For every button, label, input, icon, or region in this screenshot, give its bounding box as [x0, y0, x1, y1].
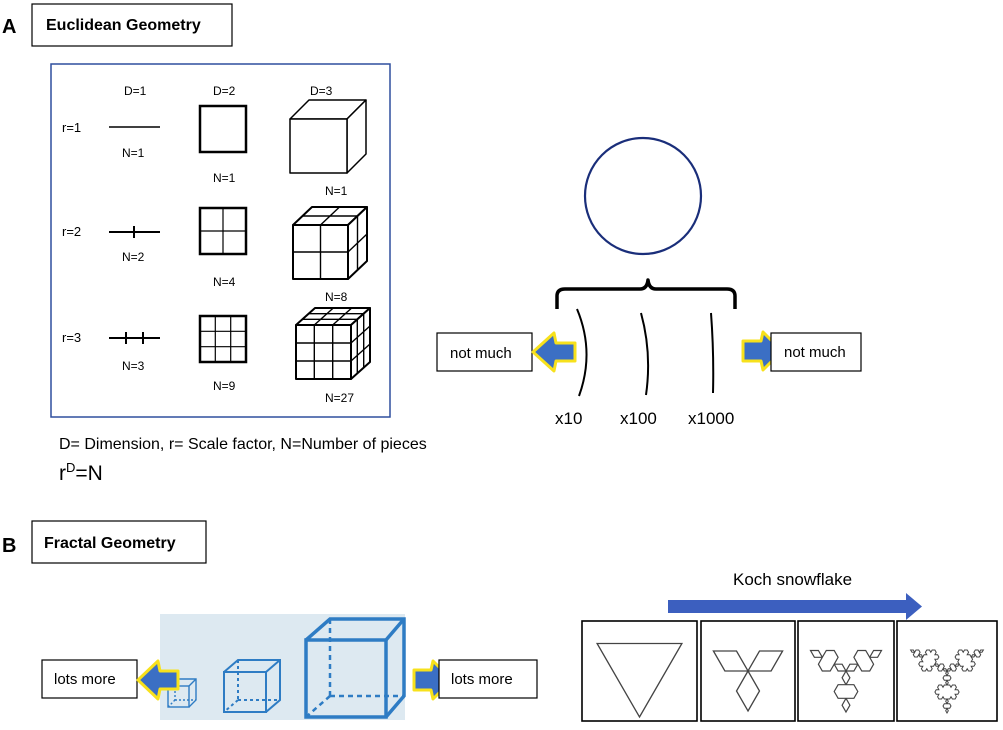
- col-header-d1: D=1: [124, 84, 147, 98]
- cubes-background: [160, 614, 405, 720]
- blue-cube-small: [167, 678, 197, 708]
- cube-r2: [292, 206, 368, 280]
- koch-title: Koch snowflake: [733, 570, 852, 589]
- arc-x10: [576, 308, 588, 397]
- koch-arrow: [668, 593, 922, 620]
- formula: rD=N: [59, 460, 103, 485]
- panel-a-title-box: [31, 3, 233, 47]
- row-label-r3: r=3: [62, 330, 81, 345]
- line-count-r2: N=2: [122, 250, 145, 264]
- square-count-r3: N=9: [213, 379, 236, 393]
- arc-x1000: [710, 312, 715, 394]
- blue-cube-large: [304, 617, 406, 719]
- lots-more-right-label: lots more: [451, 671, 513, 688]
- panel-a-title: Euclidean Geometry: [46, 17, 201, 34]
- panel-b-letter: B: [2, 535, 16, 557]
- line-r2: [109, 226, 160, 238]
- row-label-r1: r=1: [62, 120, 81, 135]
- line-count-r3: N=3: [122, 359, 145, 373]
- koch-iteration-4: [909, 649, 985, 715]
- row-label-r2: r=2: [62, 224, 81, 239]
- formula-exponent: D: [66, 460, 75, 475]
- lots-more-right-box: [438, 659, 538, 699]
- line-count-r1: N=1: [122, 146, 145, 160]
- square-count-r2: N=4: [213, 275, 236, 289]
- lots-more-left-box: [41, 659, 138, 699]
- blue-cube-medium: [223, 659, 281, 713]
- mag-x10: x10: [555, 409, 582, 428]
- cube-count-r3: N=27: [325, 391, 354, 405]
- koch-iteration-3: [809, 649, 883, 714]
- not-much-left-box: [436, 332, 533, 372]
- koch-iteration-2: [712, 650, 784, 713]
- koch-iteration-1: [595, 642, 684, 719]
- cube-count-r2: N=8: [325, 290, 348, 304]
- formula-rest: =N: [75, 462, 102, 485]
- square-r2: [198, 206, 248, 256]
- curly-brace: [555, 278, 737, 309]
- cube-r3: [295, 307, 371, 380]
- panel-b-title-box: [31, 520, 207, 564]
- panel-a-letter: A: [2, 16, 16, 38]
- formula-base: r: [59, 462, 66, 485]
- mag-x1000: x1000: [688, 409, 734, 428]
- lots-more-left-label: lots more: [54, 671, 116, 688]
- cube-r1: [289, 99, 367, 174]
- koch-box-1: [581, 620, 698, 722]
- not-much-left-label: not much: [450, 345, 512, 362]
- line-r3: [109, 332, 160, 344]
- col-header-d3: D=3: [310, 84, 333, 98]
- square-count-r1: N=1: [213, 171, 236, 185]
- arrow-left-b-icon: [136, 659, 180, 701]
- square-r3: [198, 314, 248, 364]
- not-much-right-box: [770, 332, 862, 372]
- mag-x100: x100: [620, 409, 657, 428]
- not-much-right-label: not much: [784, 344, 846, 361]
- legend-text: D= Dimension, r= Scale factor, N=Number …: [59, 436, 427, 453]
- col-header-d2: D=2: [213, 84, 236, 98]
- panel-b-title: Fractal Geometry: [44, 535, 176, 552]
- cube-count-r1: N=1: [325, 184, 348, 198]
- square-r1: [198, 104, 248, 154]
- arrow-left-icon: [531, 331, 577, 373]
- arc-x100: [640, 312, 650, 396]
- circle: [583, 136, 703, 256]
